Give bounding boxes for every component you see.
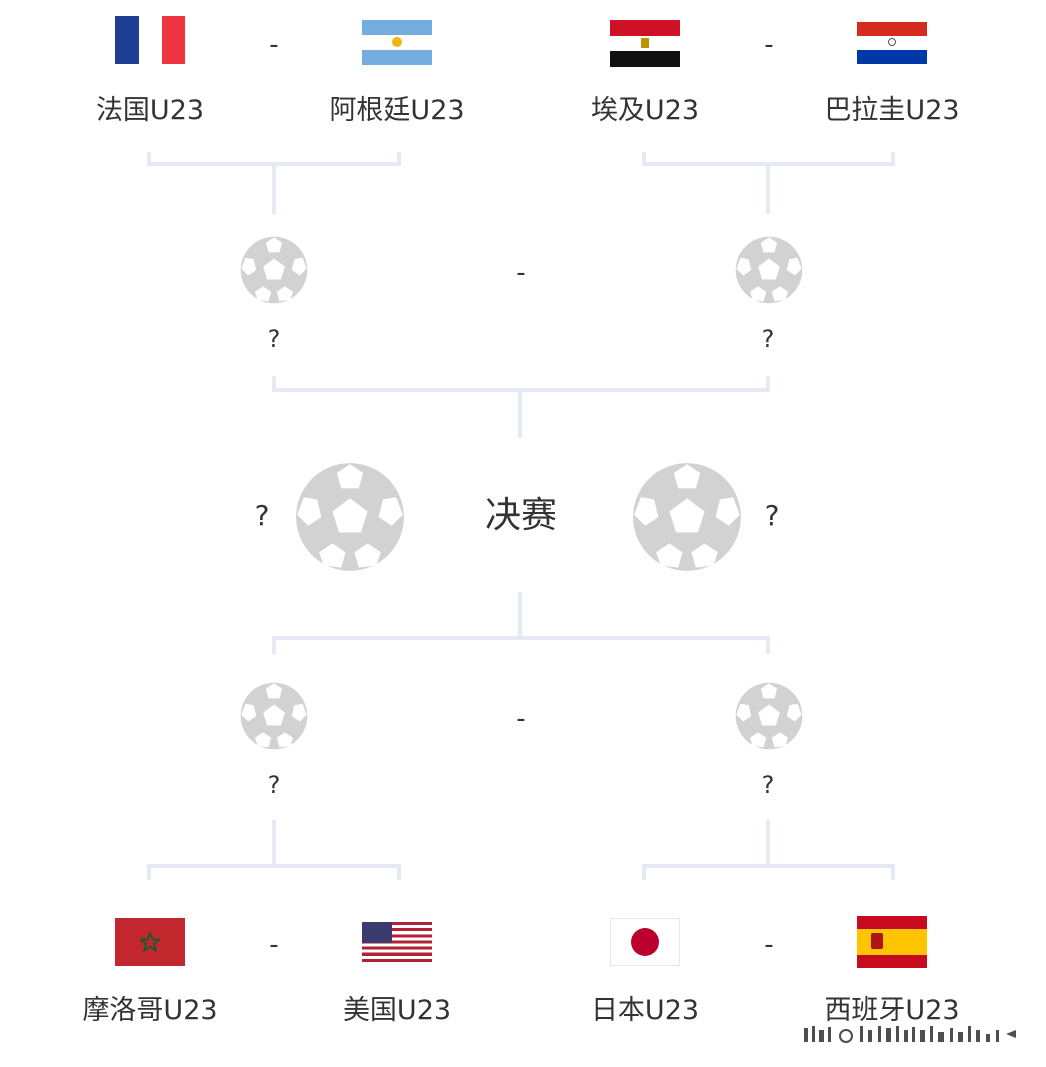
- japan-flag: [610, 918, 680, 966]
- winner-placeholder: ?: [254, 499, 270, 532]
- bracket-connector: [397, 152, 401, 166]
- bracket-connector: [766, 376, 770, 392]
- bracket-connector: [272, 636, 276, 654]
- bracket-connector: [272, 820, 276, 866]
- bracket-connector: [147, 864, 401, 868]
- bracket-connector: [891, 864, 895, 880]
- team-name: 埃及U23: [590, 95, 700, 126]
- bracket-connector: [272, 162, 276, 214]
- bracket-connector: [642, 152, 646, 166]
- argentina-flag: [362, 20, 432, 65]
- winner-placeholder: ?: [764, 499, 780, 532]
- winner-placeholder: ?: [761, 325, 775, 353]
- bracket-connector: [766, 162, 770, 214]
- winner-placeholder: ?: [267, 325, 281, 353]
- soccer-ball-icon: [240, 682, 308, 750]
- paraguay-flag: [857, 22, 927, 64]
- bracket-connector: [147, 152, 151, 166]
- spain-flag: [857, 916, 927, 968]
- bracket-connector: [642, 864, 895, 868]
- match-separator: -: [516, 258, 526, 288]
- team-name: 西班牙U23: [824, 995, 960, 1026]
- bracket-connector: [397, 864, 401, 880]
- bracket-connector: [518, 388, 522, 438]
- match-separator: -: [764, 930, 774, 960]
- match-separator: -: [516, 704, 526, 734]
- bracket-connector: [766, 636, 770, 654]
- usa-flag: [362, 922, 432, 962]
- soccer-ball-icon: [296, 463, 404, 571]
- winner-placeholder: ?: [267, 771, 281, 799]
- bracket-connector: [272, 636, 770, 640]
- winner-placeholder: ?: [761, 771, 775, 799]
- match-separator: -: [269, 930, 279, 960]
- soccer-ball-icon: [240, 236, 308, 304]
- watermark-logo: [804, 1026, 1016, 1043]
- team-name: 法国U23: [95, 95, 205, 126]
- soccer-ball-icon: [633, 463, 741, 571]
- morocco-flag: [115, 918, 185, 966]
- match-separator: -: [269, 30, 279, 60]
- bracket-connector: [147, 864, 151, 880]
- soccer-ball-icon: [735, 682, 803, 750]
- egypt-flag: [610, 20, 680, 67]
- bracket-connector: [891, 152, 895, 166]
- soccer-ball-icon: [735, 236, 803, 304]
- bracket-connector: [766, 820, 770, 866]
- final-title: 决赛: [484, 495, 557, 536]
- bracket-connector: [272, 376, 276, 392]
- bracket-connector: [642, 864, 646, 880]
- france-flag: [115, 16, 185, 64]
- match-separator: -: [764, 30, 774, 60]
- bracket-connector: [518, 592, 522, 640]
- team-name: 阿根廷U23: [329, 95, 465, 126]
- team-name: 美国U23: [342, 995, 452, 1026]
- team-name: 日本U23: [590, 995, 700, 1026]
- team-name: 摩洛哥U23: [82, 995, 218, 1026]
- team-name: 巴拉圭U23: [824, 95, 960, 126]
